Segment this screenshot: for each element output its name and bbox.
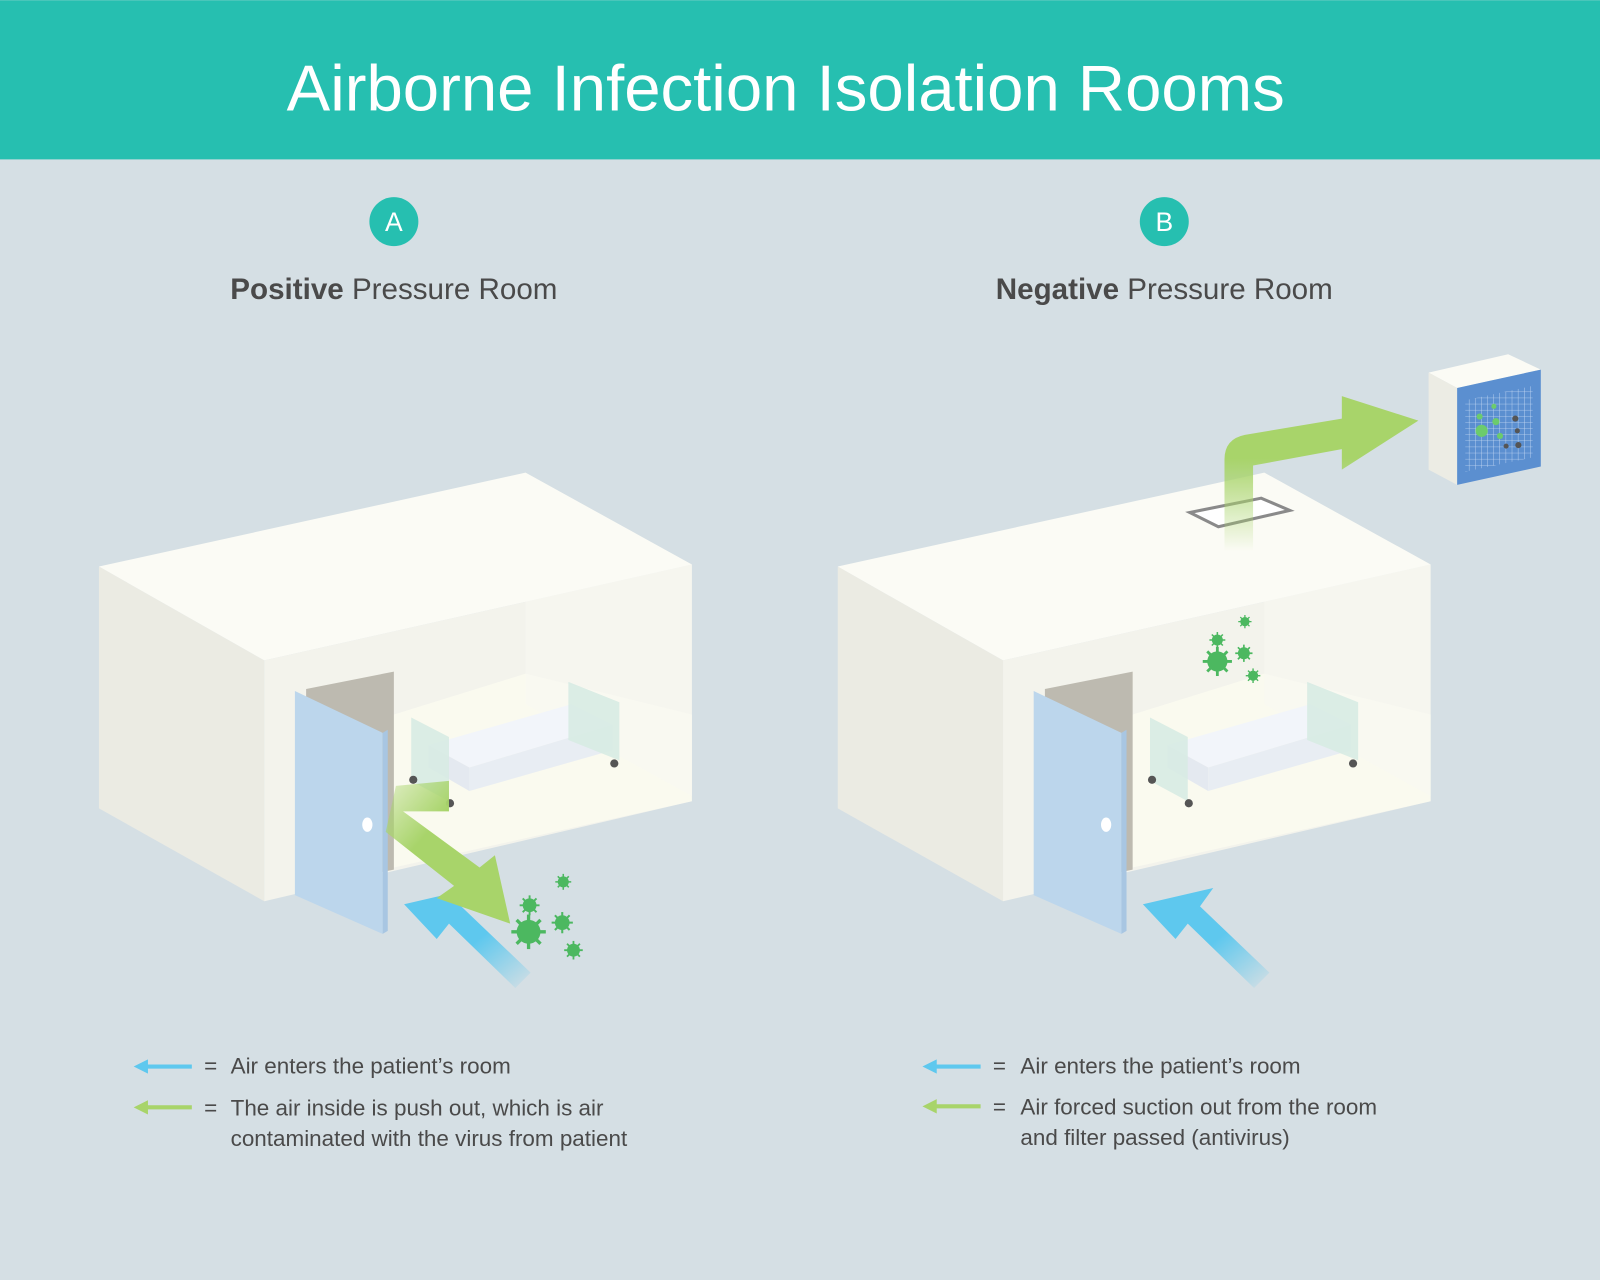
blue-arrow-icon: [133, 1059, 192, 1074]
green-air-out-arrow: [385, 780, 511, 924]
svg-text:=: =: [993, 1094, 1006, 1119]
panel-title: Positive Pressure Room: [230, 273, 557, 306]
badge-b: [1139, 197, 1189, 247]
hepa-filter: [1428, 354, 1541, 485]
blue-arrow-icon: [922, 1059, 981, 1074]
svg-text:Air enters the patient’s room: Air enters the patient’s room: [231, 1054, 511, 1079]
legend-item-air-out: = Air forced suction out from the room a…: [922, 1094, 1377, 1150]
svg-text:Air forced suction out from t: Air forced suction out from the room: [1020, 1094, 1377, 1119]
svg-text:=: =: [204, 1054, 217, 1079]
svg-text:and filter passed (antivirus): and filter passed (antivirus): [1020, 1125, 1289, 1150]
badge-label: A: [385, 207, 403, 237]
legend: = Air enters the patient’s room = Air fo…: [922, 1054, 1377, 1150]
badge-label: B: [1155, 207, 1173, 237]
svg-text:=: =: [204, 1096, 217, 1121]
green-arrow-icon: [922, 1099, 981, 1114]
panel-negative-pressure: B Negative Pressure Room = Air enters th…: [837, 197, 1541, 1150]
svg-text:=: =: [993, 1054, 1006, 1079]
header-band: [0, 0, 1600, 160]
green-arrow-icon: [133, 1100, 192, 1115]
svg-text:The air inside is push out, wh: The air inside is push out, which is air: [231, 1096, 604, 1121]
green-exhaust-arrow: [1224, 396, 1419, 552]
svg-text:Air enters the patient’s room: Air enters the patient’s room: [1020, 1054, 1300, 1079]
panel-title: Negative Pressure Room: [996, 273, 1333, 306]
svg-text:contaminated with the virus fr: contaminated with the virus from patient: [231, 1126, 628, 1151]
legend-item-air-out: = The air inside is push out, which is a…: [133, 1096, 628, 1151]
legend-item-air-in: = Air enters the patient’s room: [922, 1054, 1301, 1079]
page-title: Airborne Infection Isolation Rooms: [287, 51, 1285, 124]
legend: = Air enters the patient’s room = The ai…: [133, 1054, 628, 1151]
legend-item-air-in: = Air enters the patient’s room: [133, 1054, 511, 1079]
panel-positive-pressure: A Positive Pressure Room = Air enters th…: [98, 197, 692, 1151]
badge-a: [369, 197, 419, 247]
